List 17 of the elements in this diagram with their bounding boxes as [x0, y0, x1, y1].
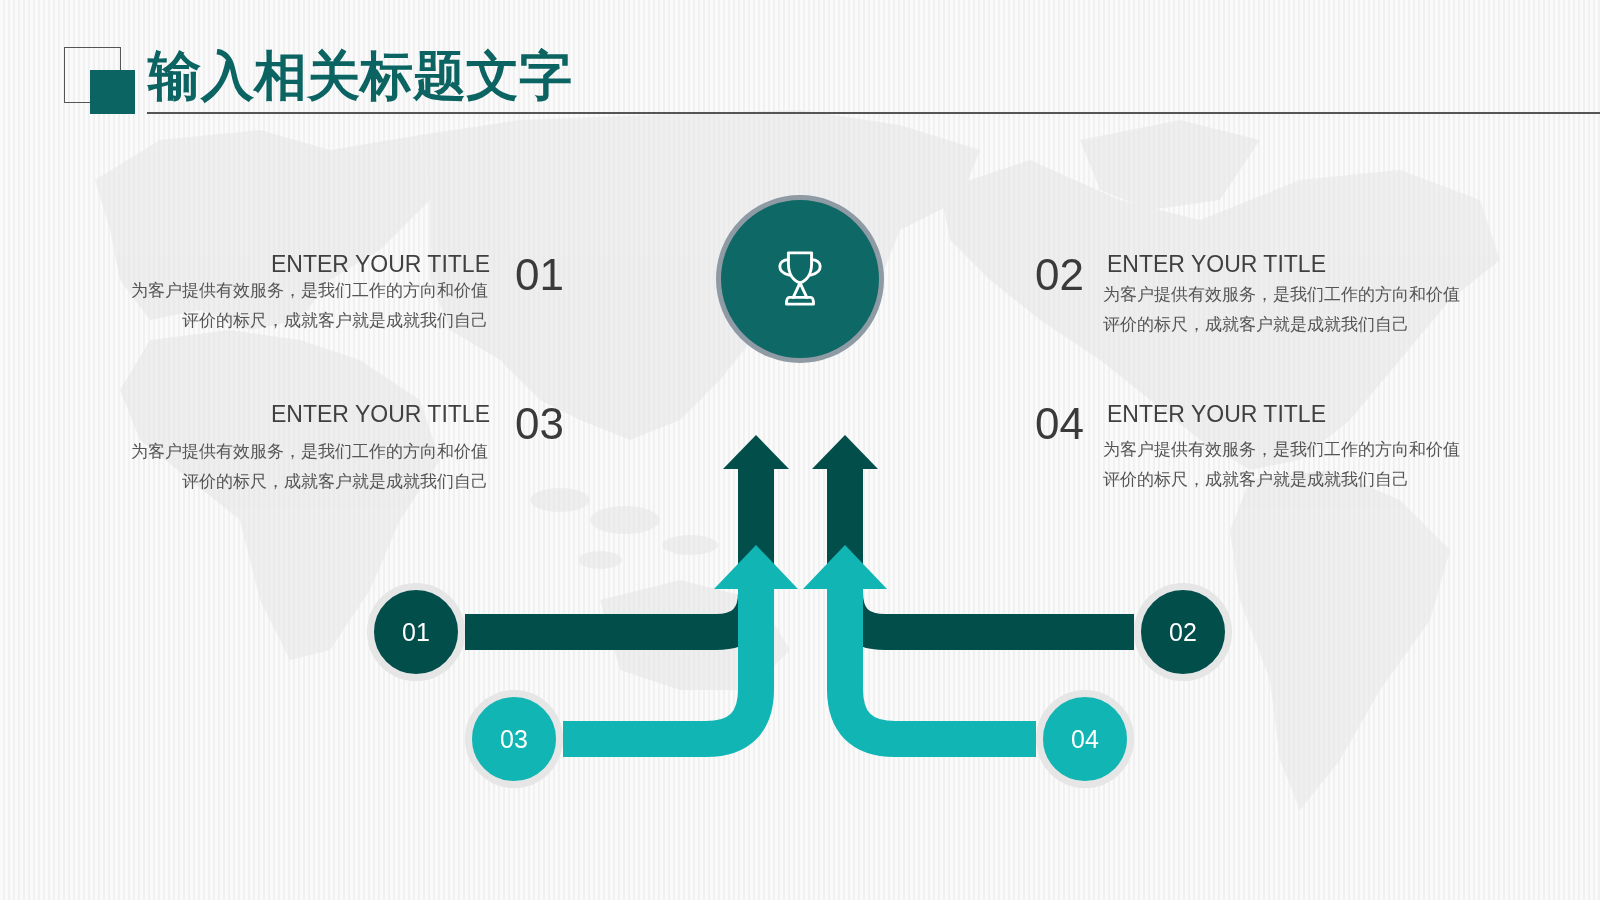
- item-description: 为客户提供有效服务，是我们工作的方向和价值评价的标尺，成就客户就是成就我们自己: [1103, 284, 1461, 336]
- item-heading: ENTER YOUR TITLE: [271, 400, 490, 428]
- item-number: 02: [1035, 250, 1084, 300]
- item-heading: ENTER YOUR TITLE: [1107, 250, 1326, 278]
- item-description: 为客户提供有效服务，是我们工作的方向和价值评价的标尺，成就客户就是成就我们自己: [130, 280, 488, 332]
- item-heading: ENTER YOUR TITLE: [1107, 400, 1326, 428]
- item-number: 03: [515, 399, 564, 449]
- item-description: 为客户提供有效服务，是我们工作的方向和价值评价的标尺，成就客户就是成就我们自己: [130, 441, 488, 493]
- number-circle: 04: [1036, 690, 1134, 788]
- item-description: 为客户提供有效服务，是我们工作的方向和价值评价的标尺，成就客户就是成就我们自己: [1103, 439, 1461, 491]
- number-circle: 01: [367, 583, 465, 681]
- number-circle: 02: [1134, 583, 1232, 681]
- item-heading: ENTER YOUR TITLE: [271, 250, 490, 278]
- item-number: 04: [1035, 399, 1084, 449]
- item-number: 01: [515, 250, 564, 300]
- number-circle: 03: [465, 690, 563, 788]
- slide-title: 输入相关标题文字: [148, 46, 572, 106]
